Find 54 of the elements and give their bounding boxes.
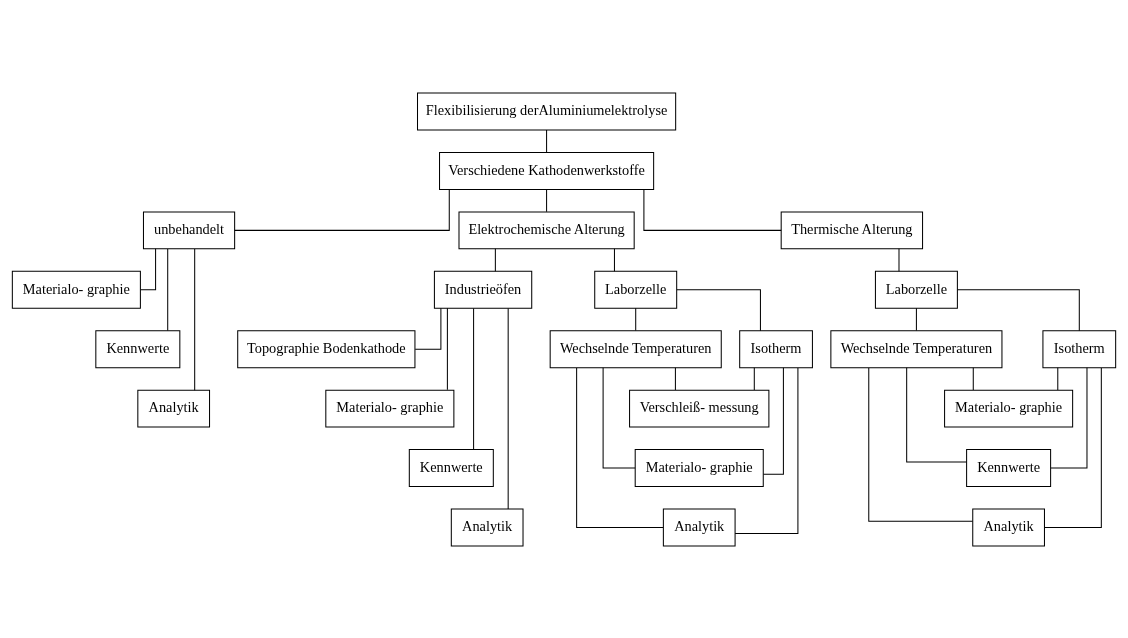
node-box: Kennwerte bbox=[408, 448, 494, 487]
connector bbox=[613, 247, 615, 272]
connector bbox=[972, 366, 974, 390]
node-box: Isotherm bbox=[1042, 329, 1117, 368]
connector bbox=[1057, 366, 1059, 390]
connector bbox=[753, 366, 755, 390]
node-box: Wechselnde Temperaturen bbox=[830, 329, 1003, 368]
connector bbox=[546, 188, 548, 212]
connector bbox=[635, 307, 637, 331]
node-box: Analytik bbox=[972, 508, 1045, 546]
node-box: Verschleiß- messung bbox=[629, 389, 770, 428]
connector bbox=[194, 248, 196, 391]
node-box: Thermische Alterung bbox=[780, 210, 924, 249]
connector bbox=[915, 307, 917, 331]
connector bbox=[167, 247, 169, 331]
connector bbox=[762, 366, 784, 475]
node-box: Kennwerte bbox=[966, 448, 1052, 487]
connector bbox=[676, 288, 761, 331]
node-box: Kennwerte bbox=[95, 329, 181, 368]
node-box: Industrieöfen bbox=[433, 270, 533, 309]
node-box: Isotherm bbox=[739, 329, 813, 368]
node-box: Materialo- graphie bbox=[325, 389, 455, 428]
node-box: Elektrochemische Alterung bbox=[458, 210, 635, 249]
node-box: Materialo- graphie bbox=[634, 448, 764, 487]
connector bbox=[546, 129, 548, 153]
connector bbox=[898, 247, 900, 272]
node-box: Flexibilisierung derAluminiumelektrolyse bbox=[417, 92, 677, 130]
node-box: Topographie Bodenkathode bbox=[237, 329, 416, 368]
connector bbox=[1050, 366, 1088, 469]
node-box: Materialo- graphie bbox=[11, 270, 141, 309]
connector bbox=[446, 307, 448, 390]
node-box: unbehandelt bbox=[142, 210, 236, 249]
node-box: Analytik bbox=[450, 508, 524, 546]
connector bbox=[234, 188, 450, 231]
connector bbox=[414, 307, 442, 350]
node-box: Laborzelle bbox=[594, 270, 678, 309]
node-box: Wechselnde Temperaturen bbox=[549, 329, 722, 368]
connector bbox=[674, 366, 676, 390]
node-box: Verschiedene Kathodenwerkstoffe bbox=[439, 151, 655, 190]
connector bbox=[507, 307, 509, 509]
connector bbox=[1044, 366, 1102, 528]
node-box: Analytik bbox=[662, 508, 736, 546]
connector bbox=[957, 288, 1080, 331]
connector bbox=[602, 366, 636, 469]
connector bbox=[868, 366, 974, 522]
connector bbox=[643, 188, 782, 231]
node-box: Laborzelle bbox=[874, 270, 958, 309]
connector bbox=[494, 247, 496, 272]
connector bbox=[906, 366, 968, 462]
connector bbox=[734, 366, 799, 534]
connector bbox=[576, 366, 664, 528]
node-box: Materialo- graphie bbox=[944, 389, 1074, 428]
connector bbox=[473, 307, 475, 450]
node-box: Analytik bbox=[137, 389, 211, 428]
